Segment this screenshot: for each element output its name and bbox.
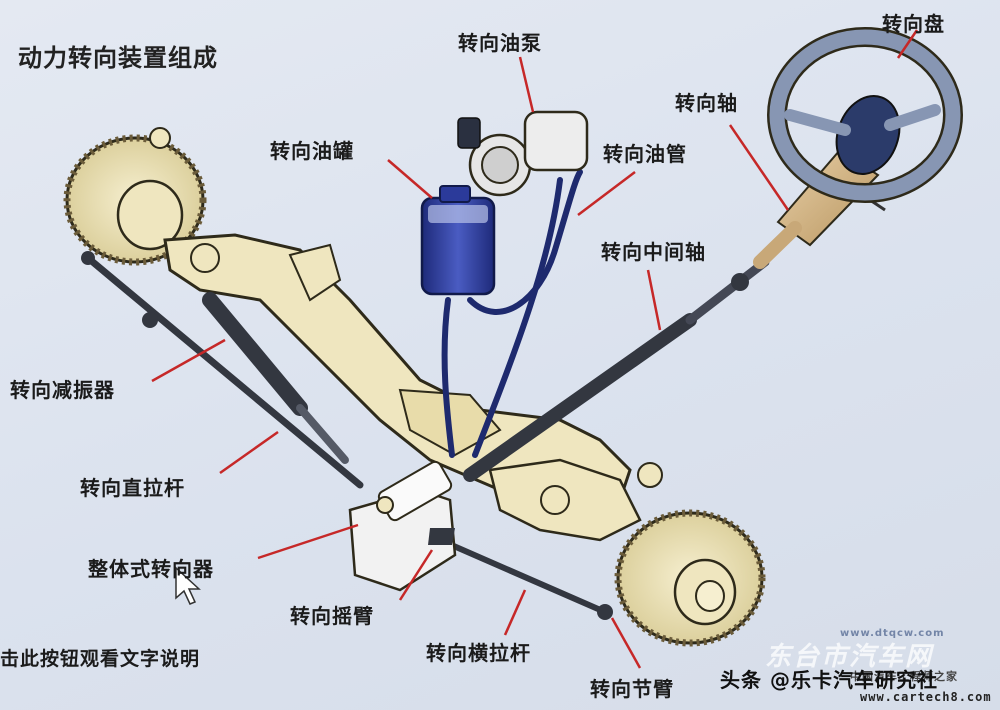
steering-pump: [457, 110, 589, 197]
pitman-arm: [428, 528, 455, 545]
label-steering-oil-pipe: 转向油管: [603, 142, 687, 166]
tie-rod: [437, 537, 613, 620]
steering-wheel: [767, 27, 963, 203]
left-wheel-hub: [63, 127, 207, 266]
label-steering-shaft: 转向轴: [675, 91, 738, 115]
cursor-icon: [175, 566, 201, 605]
label-steering-reservoir: 转向油罐: [270, 139, 354, 163]
label-steering-pump: 转向油泵: [458, 31, 542, 55]
org-watermark: 中国汽车工程师之家: [850, 670, 958, 683]
label-integral-steering-gear: 整体式转向器: [88, 557, 214, 581]
label-knuckle-arm: 转向节臂: [590, 677, 674, 701]
watermark-url: www.dtqcw.com: [840, 628, 945, 639]
author-credit: 头条 @乐卡汽车研究社: [720, 668, 938, 692]
watermark-logo: 东台市汽车网: [765, 642, 934, 672]
label-intermediate-shaft: 转向中间轴: [601, 240, 706, 264]
intermediate-shaft: [463, 257, 770, 482]
steering-damper: [202, 292, 349, 464]
leader-lines: [151, 29, 919, 669]
integral-steering-gear: [348, 460, 457, 592]
caption-button-hint[interactable]: 击此按钮观看文字说明: [0, 648, 201, 670]
label-tie-rod: 转向横拉杆: [426, 641, 531, 665]
site-url: www.cartech8.com: [860, 690, 992, 704]
label-drag-link: 转向直拉杆: [80, 476, 185, 500]
steering-reservoir: [420, 185, 496, 296]
diagram-title: 动力转向装置组成: [18, 44, 218, 72]
drag-link: [81, 251, 364, 489]
label-pitman-arm: 转向摇臂: [290, 604, 374, 628]
label-steering-damper: 转向减振器: [10, 378, 115, 402]
label-steering-wheel: 转向盘: [882, 12, 945, 36]
oil-hoses: [441, 169, 583, 458]
right-wheel-hub: [614, 509, 766, 647]
